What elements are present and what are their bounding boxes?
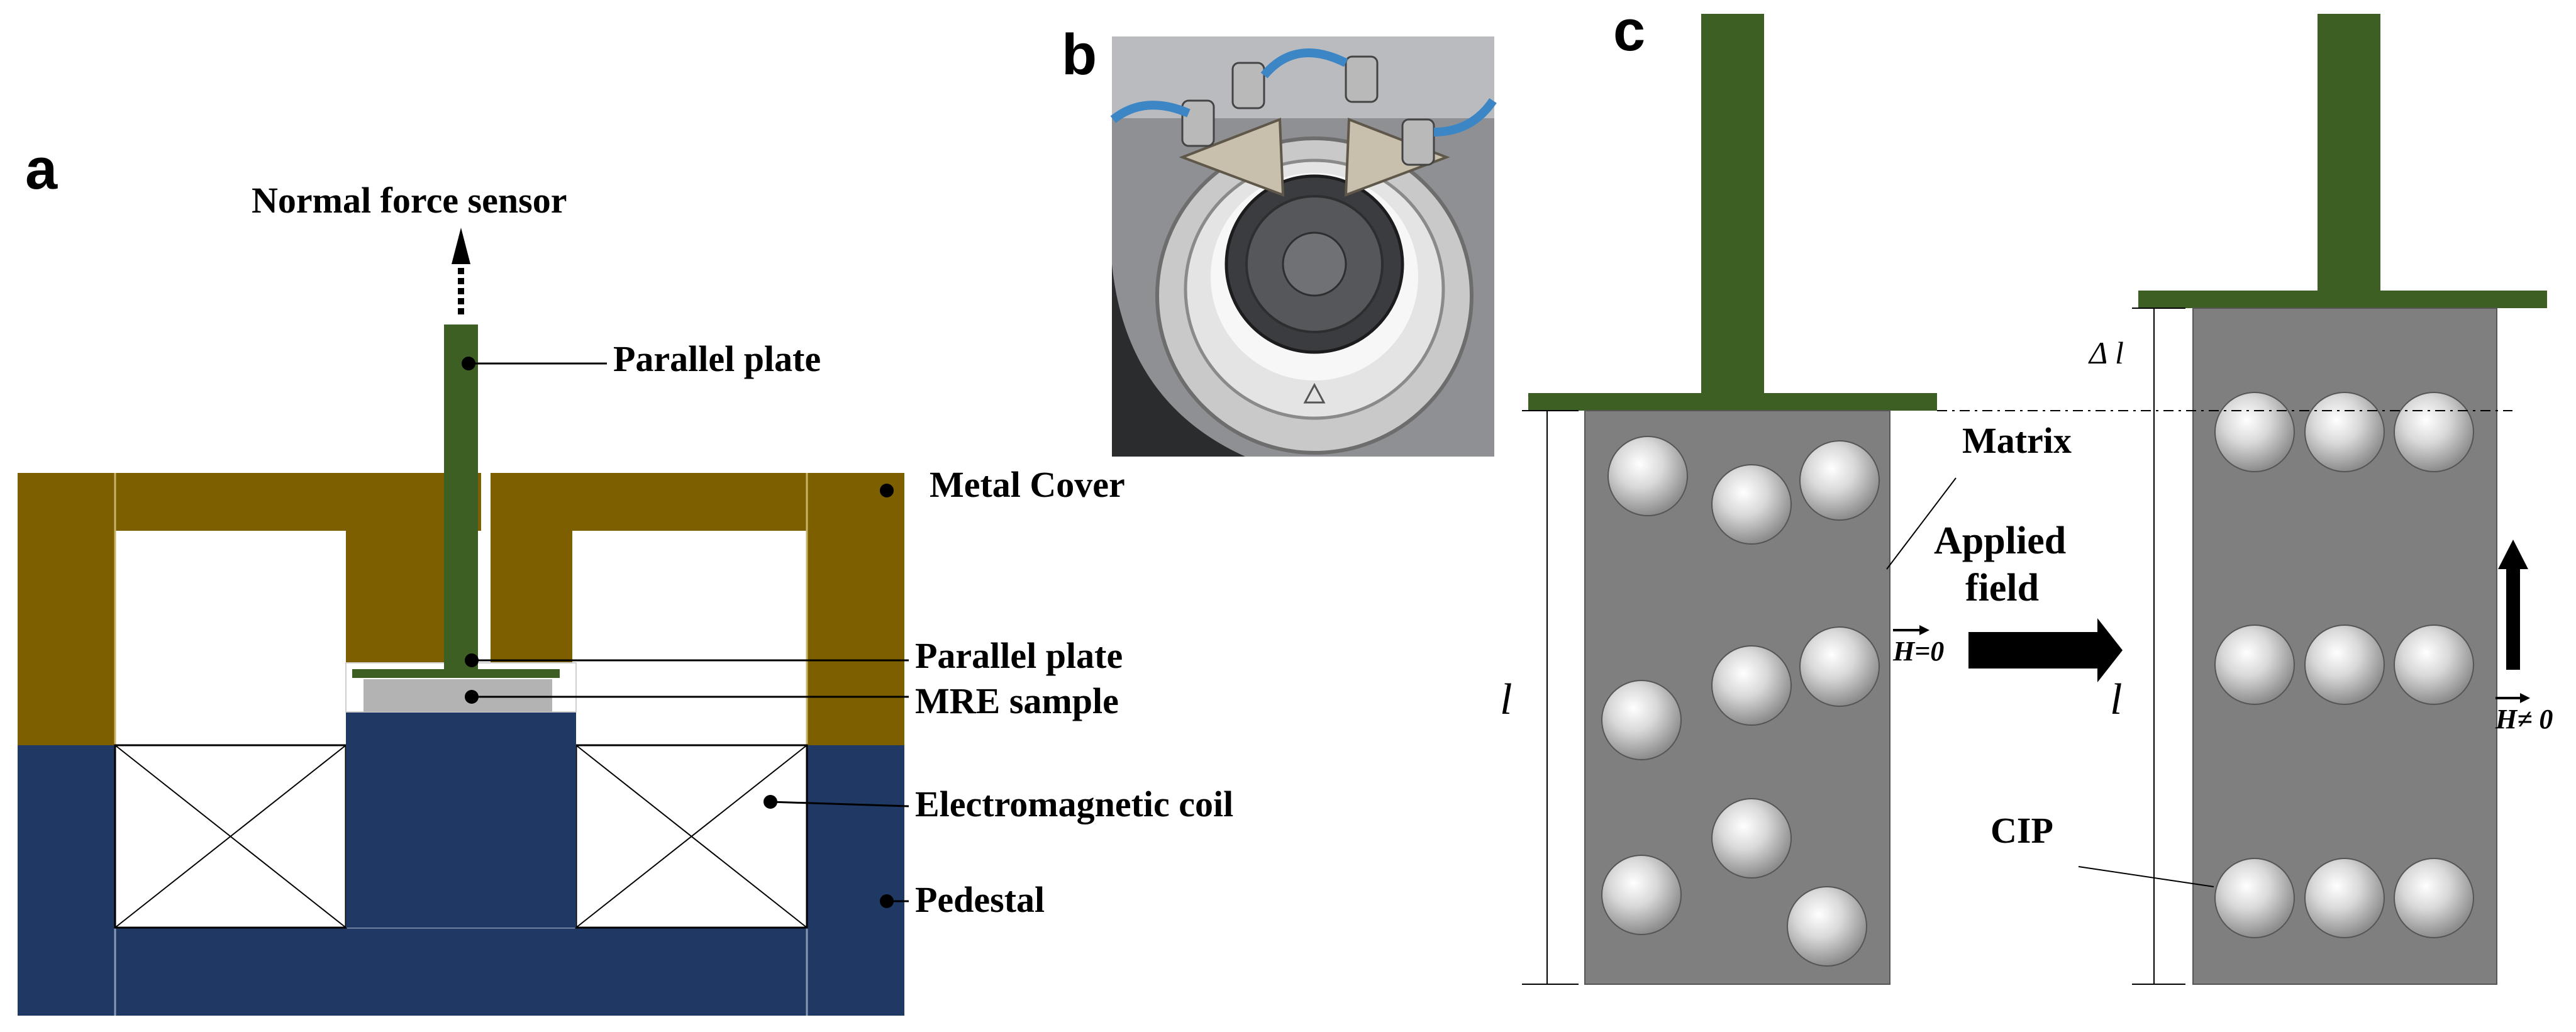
cip-particles-left: [1601, 436, 1880, 967]
applied-field-label-1: Applied: [1934, 519, 2066, 562]
applied-field-label-2: field: [1965, 567, 2039, 609]
h-nonzero-label: H≠ 0: [2495, 704, 2553, 735]
h-zero-label: H=0: [1892, 636, 1944, 667]
applied-field-arrow: [1968, 618, 2123, 682]
force-arrow: [452, 228, 470, 314]
parallel-plate-disc: [352, 669, 560, 678]
metal-cover-label: Metal Cover: [930, 464, 1125, 505]
mre-sample-block: [364, 679, 552, 712]
metal-cover: [18, 473, 904, 745]
cip-particles-right: [2214, 392, 2474, 938]
delta-l-label: Δ l: [2088, 335, 2124, 370]
electromagnetic-coil-left: [114, 744, 347, 929]
mre-sample-label: MRE sample: [915, 680, 1119, 721]
delta-l-marker: [2132, 308, 2185, 411]
parallel-plate-shaft: [444, 325, 478, 669]
panel-a-leaders: [469, 362, 909, 902]
length-label-left: l: [1500, 675, 1512, 724]
pedestal-label: Pedestal: [915, 879, 1045, 920]
panel-c-letter: c: [1613, 0, 1645, 63]
length-marker-right: [2132, 411, 2185, 985]
cip-label: CIP: [1990, 810, 2053, 851]
cip-leader: [2078, 866, 2214, 887]
parallel-plate-bottom-label: Parallel plate: [915, 635, 1123, 676]
panel-a-letter: a: [25, 137, 58, 201]
field-up-arrow: [2498, 540, 2528, 670]
h-zero-arrow: [1893, 625, 1929, 635]
length-marker-left: [1522, 410, 1579, 985]
h-nonzero-arrow: [2496, 693, 2530, 703]
matrix-right: [2138, 14, 2547, 985]
pedestal-post: [346, 712, 576, 928]
electromagnetic-coil-label: Electromagnetic coil: [915, 784, 1233, 824]
electromagnetic-coil-right: [575, 744, 808, 929]
matrix-leader: [1886, 477, 1957, 570]
panel-b-letter: b: [1062, 23, 1097, 87]
normal-force-sensor-label: Normal force sensor: [252, 180, 567, 221]
rheometer-photo: [1110, 36, 1497, 457]
parallel-plate-top-label: Parallel plate: [613, 338, 821, 379]
panel-a-dots: [462, 357, 894, 908]
matrix-label: Matrix: [1962, 420, 2072, 461]
length-label-right: l: [2110, 675, 2122, 724]
